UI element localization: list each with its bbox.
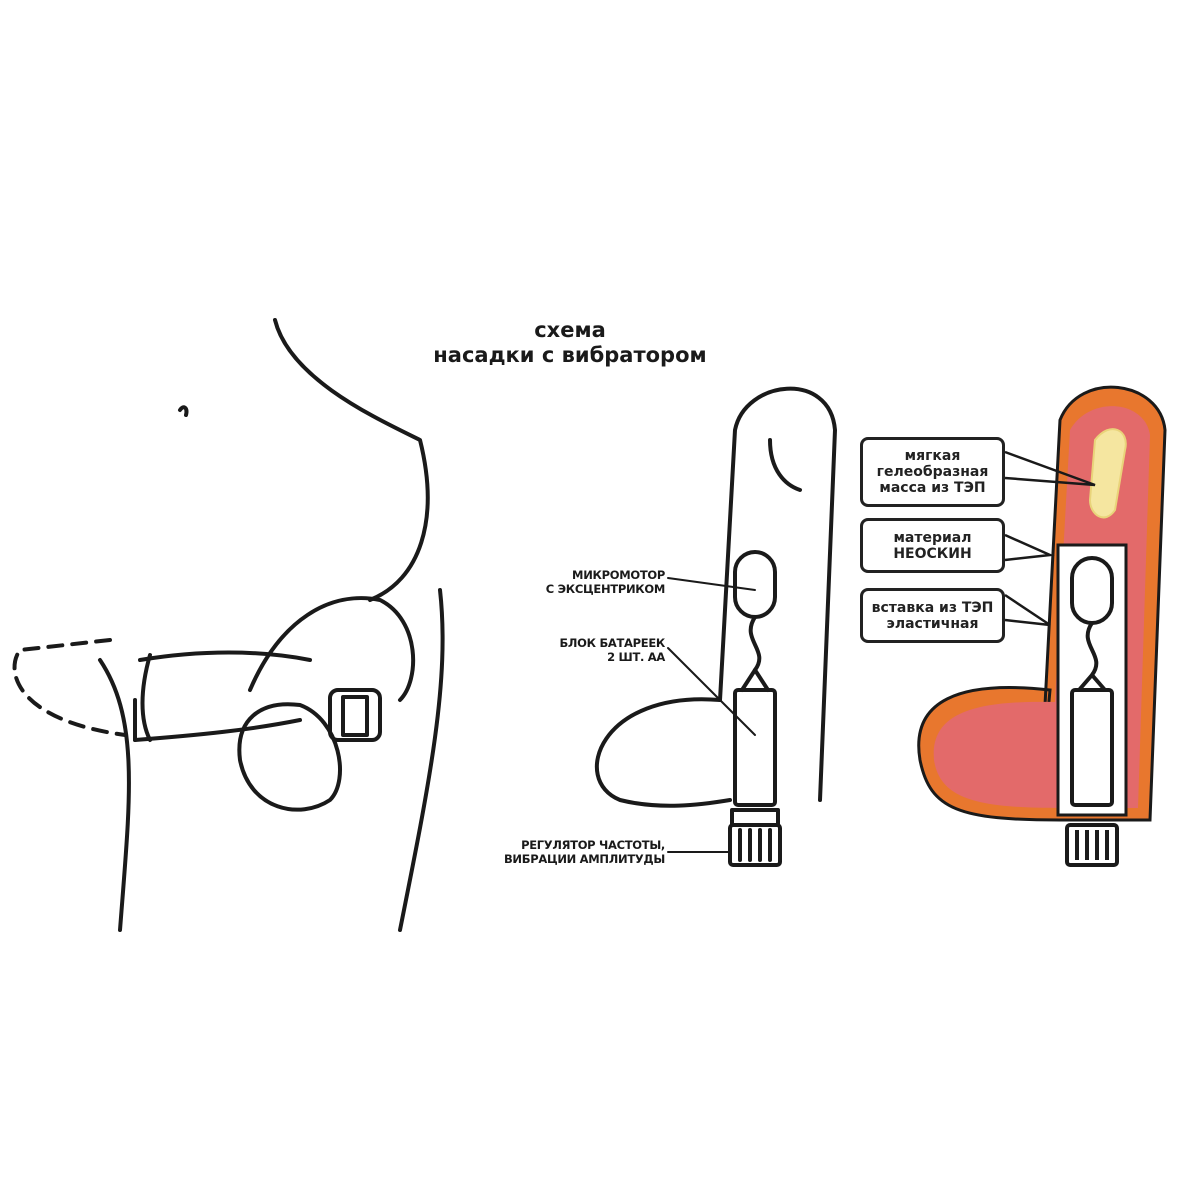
label-motor: МИКРОМОТОР С ЭКСЦЕНТРИКОМ <box>500 568 666 596</box>
label-regulator: РЕГУЛЯТОР ЧАСТОТЫ, ВИБРАЦИИ АМПЛИТУДЫ <box>470 838 665 866</box>
label-battery-line1: БЛОК БАТАРЕЕК <box>559 636 665 650</box>
usage-illustration <box>12 318 445 932</box>
callout-gel: мягкая гелеобразная масса из ТЭП <box>860 437 1005 507</box>
cross-section <box>917 385 1167 867</box>
callout-material-line1: материал <box>893 529 972 546</box>
callout-insert-line2: эластичная <box>886 615 979 632</box>
callout-material-line2: НЕОСКИН <box>893 545 972 562</box>
callout-insert-line1: вставка из ТЭП <box>871 599 994 616</box>
callout-material: материал НЕОСКИН <box>860 518 1005 573</box>
label-motor-line1: МИКРОМОТОР <box>572 568 665 582</box>
callout-gel-line2: гелеобразная <box>876 464 989 480</box>
label-regulator-line1: РЕГУЛЯТОР ЧАСТОТЫ, <box>521 838 665 852</box>
callout-insert: вставка из ТЭП эластичная <box>860 588 1005 643</box>
label-motor-line2: С ЭКСЦЕНТРИКОМ <box>545 582 666 596</box>
label-battery-line2: 2 ШТ. АА <box>607 650 665 664</box>
label-regulator-line2: ВИБРАЦИИ АМПЛИТУДЫ <box>503 852 665 866</box>
label-battery: БЛОК БАТАРЕЕК 2 ШТ. АА <box>500 636 665 664</box>
callout-gel-line1: мягкая <box>904 448 961 464</box>
title-line-1: схема <box>534 318 606 342</box>
diagram-title: схема насадки с вибратором <box>400 318 740 368</box>
title-line-2: насадки с вибратором <box>433 343 707 367</box>
sleeve-outline <box>594 386 837 867</box>
callout-gel-line3: масса из ТЭП <box>879 480 986 496</box>
